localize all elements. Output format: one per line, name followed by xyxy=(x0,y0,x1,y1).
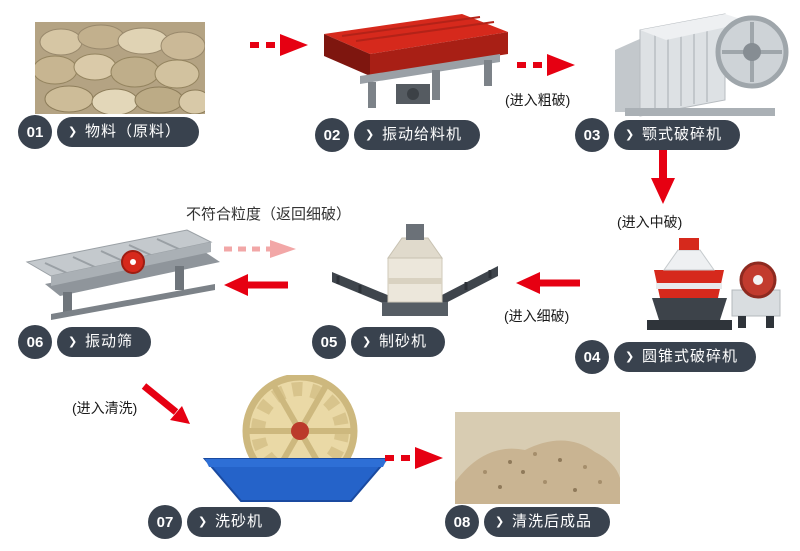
step-02-text: 振动给料机 xyxy=(382,126,463,143)
washed-sand-image xyxy=(455,412,620,509)
step-08-number: 08 xyxy=(445,505,479,539)
step-08: 08 ❯ 清洗后成品 xyxy=(445,505,611,539)
note-to-wash: (进入清洗) xyxy=(72,400,138,416)
note-to-medium: (进入中破) xyxy=(617,214,683,230)
arrow-jaw-to-cone xyxy=(648,148,678,211)
step-06-text: 振动筛 xyxy=(85,333,134,350)
sand-washer-image xyxy=(165,373,390,508)
note-return-fine: 不符合粒度（返回细破） xyxy=(186,206,352,223)
chevron-icon: ❯ xyxy=(362,336,373,348)
note-to-coarse: (进入粗破) xyxy=(505,92,571,108)
arrow-return-to-sandmaker xyxy=(222,238,300,265)
step-05-number: 05 xyxy=(312,325,346,359)
step-03: 03 ❯ 颚式破碎机 xyxy=(575,118,741,152)
arrow-sandmaker-to-screen xyxy=(220,272,290,303)
arrow-cone-to-sandmaker xyxy=(512,270,582,301)
cone-crusher-image xyxy=(612,228,792,343)
vibrating-feeder-image xyxy=(312,8,512,121)
step-04-text: 圆锥式破碎机 xyxy=(642,348,739,365)
step-05-label: ❯ 制砂机 xyxy=(351,327,446,357)
step-02-number: 02 xyxy=(315,118,349,152)
sand-maker-image xyxy=(330,210,500,330)
step-04: 04 ❯ 圆锥式破碎机 xyxy=(575,340,757,374)
step-02-label: ❯ 振动给料机 xyxy=(354,120,481,150)
chevron-icon: ❯ xyxy=(625,129,636,141)
step-07-number: 07 xyxy=(148,505,182,539)
step-06-label: ❯ 振动筛 xyxy=(57,327,152,357)
step-01-number: 01 xyxy=(18,115,52,149)
step-08-text: 清洗后成品 xyxy=(512,513,593,530)
chevron-icon: ❯ xyxy=(495,516,506,528)
step-07-label: ❯ 洗砂机 xyxy=(187,507,282,537)
arrow-raw-to-feeder xyxy=(248,32,310,63)
step-07: 07 ❯ 洗砂机 xyxy=(148,505,282,539)
step-05-text: 制砂机 xyxy=(379,333,428,350)
step-08-label: ❯ 清洗后成品 xyxy=(484,507,611,537)
step-01-label: ❯ 物料（原料） xyxy=(57,117,200,147)
step-05: 05 ❯ 制砂机 xyxy=(312,325,446,359)
step-03-label: ❯ 颚式破碎机 xyxy=(614,120,741,150)
step-03-text: 颚式破碎机 xyxy=(642,126,723,143)
chevron-icon: ❯ xyxy=(365,129,376,141)
step-02: 02 ❯ 振动给料机 xyxy=(315,118,481,152)
arrow-feeder-to-jaw xyxy=(515,52,577,83)
step-04-label: ❯ 圆锥式破碎机 xyxy=(614,342,757,372)
step-06-number: 06 xyxy=(18,325,52,359)
step-07-text: 洗砂机 xyxy=(215,513,264,530)
chevron-icon: ❯ xyxy=(625,351,636,363)
step-01-text: 物料（原料） xyxy=(85,123,182,140)
arrow-washer-to-product xyxy=(383,445,445,476)
chevron-icon: ❯ xyxy=(68,336,79,348)
step-03-number: 03 xyxy=(575,118,609,152)
step-04-number: 04 xyxy=(575,340,609,374)
vibrating-screen-image xyxy=(15,222,230,329)
chevron-icon: ❯ xyxy=(198,516,209,528)
note-to-fine: (进入细破) xyxy=(504,308,570,324)
step-06: 06 ❯ 振动筛 xyxy=(18,325,152,359)
chevron-icon: ❯ xyxy=(68,126,79,138)
arrow-screen-to-washer xyxy=(138,382,198,437)
raw-material-image xyxy=(32,22,212,119)
step-01: 01 ❯ 物料（原料） xyxy=(18,115,200,149)
jaw-crusher-image xyxy=(600,0,795,123)
